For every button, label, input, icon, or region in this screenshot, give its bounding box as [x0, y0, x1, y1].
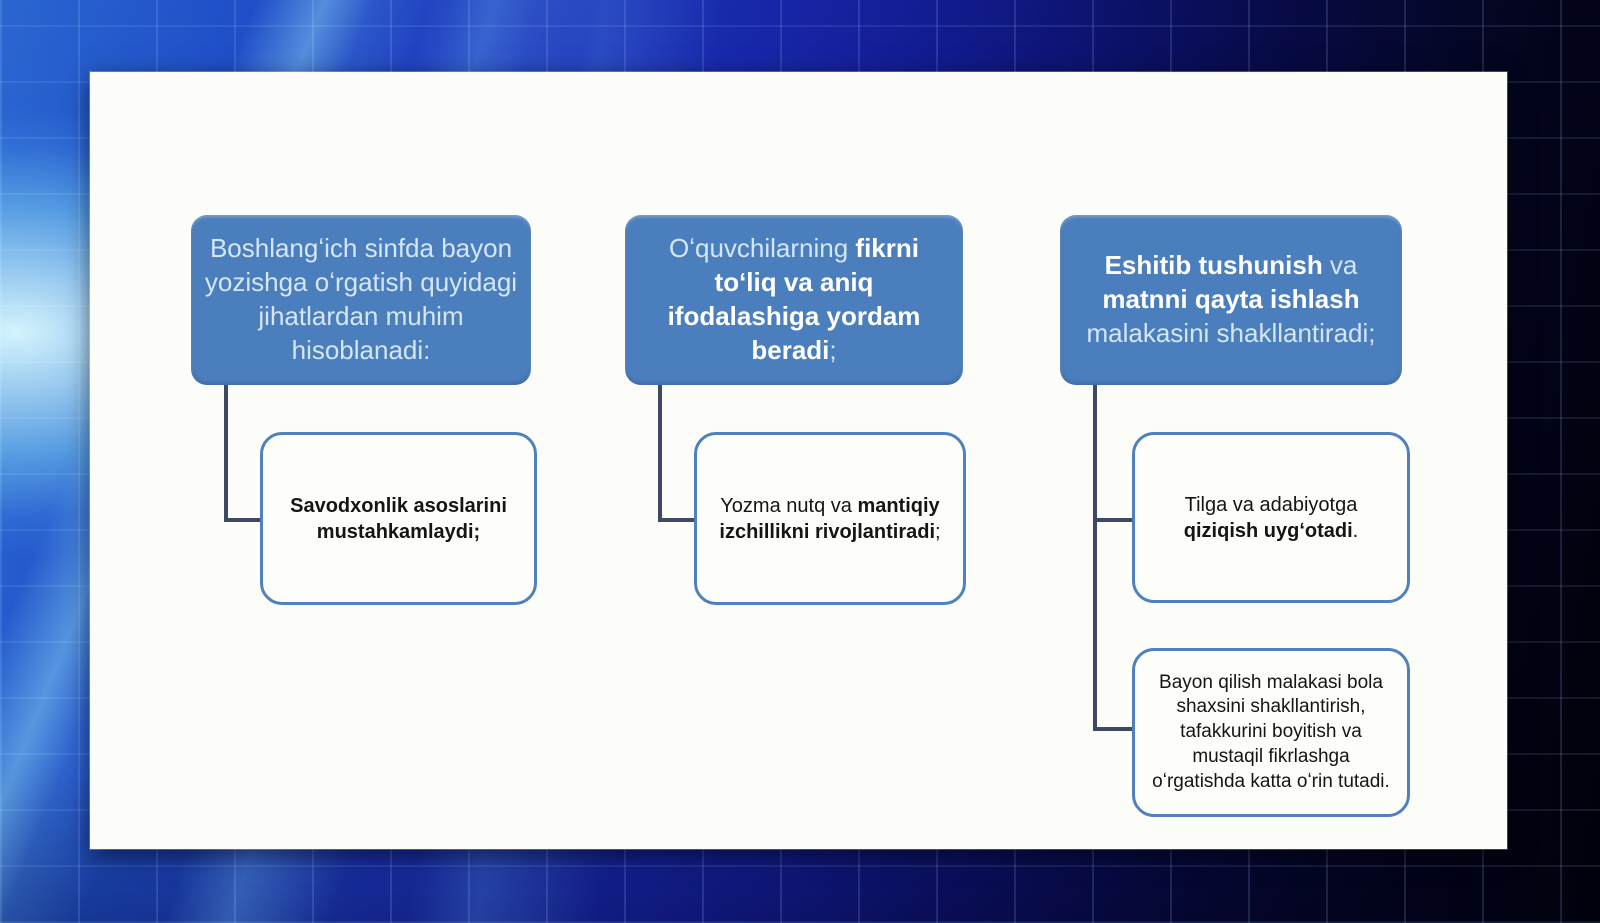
child-box-3-1-text: Tilga va adabiyotga qiziqish uygʻotadi.	[1183, 493, 1359, 542]
slide-canvas: Boshlangʻich sinfda bayon yozishga oʻrga…	[90, 72, 1507, 849]
child-box-2-1-text: Yozma nutq va mantiqiy izchillikni rivoj…	[719, 494, 941, 543]
connector-col3-branch-top	[1093, 518, 1132, 522]
parent-box-2: Oʻquvchilarning fikrni toʻliq va aniq if…	[625, 215, 963, 385]
connector-col1-vertical	[224, 385, 228, 522]
child-box-1-1-text: Savodxonlik asoslarini mustahkamlaydi;	[290, 494, 507, 543]
child-box-1-1: Savodxonlik asoslarini mustahkamlaydi;	[260, 432, 537, 605]
connector-col2-vertical	[658, 385, 662, 522]
connector-col3-vertical	[1093, 385, 1097, 731]
connector-col2-branch	[658, 518, 694, 522]
parent-box-2-text: Oʻquvchilarning fikrni toʻliq va aniq if…	[667, 233, 921, 365]
parent-box-3-text: Eshitib tushunish va matnni qayta ishlas…	[1086, 250, 1376, 348]
connector-col1-branch	[224, 518, 262, 522]
parent-box-1-text: Boshlangʻich sinfda bayon yozishga oʻrga…	[204, 233, 518, 365]
child-box-3-2: Bayon qilish malakasi bola shaxsini shak…	[1132, 648, 1410, 817]
child-box-3-1: Tilga va adabiyotga qiziqish uygʻotadi.	[1132, 432, 1410, 603]
child-box-2-1: Yozma nutq va mantiqiy izchillikni rivoj…	[694, 432, 966, 605]
parent-box-3: Eshitib tushunish va matnni qayta ishlas…	[1060, 215, 1402, 385]
parent-box-1: Boshlangʻich sinfda bayon yozishga oʻrga…	[191, 215, 531, 385]
connector-col3-branch-bottom	[1093, 727, 1132, 731]
child-box-3-2-text: Bayon qilish malakasi bola shaxsini shak…	[1152, 671, 1390, 792]
